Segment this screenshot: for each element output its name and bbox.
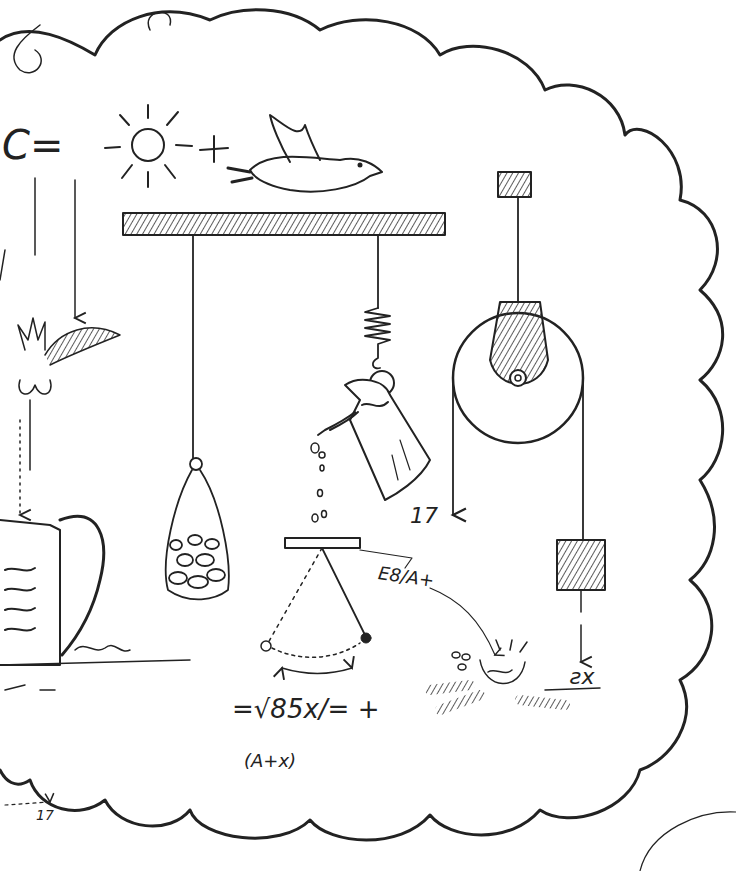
jug-sketch [0,516,190,690]
bird-sketch [228,115,382,192]
scribbled-formula: (A+x) [244,752,296,770]
thought-cloud [0,10,723,840]
bag-of-stones [166,458,229,599]
support-beam [123,213,445,235]
spring-symbol [365,308,390,368]
scribbled-formula: ƨx [570,666,594,688]
scribbled-formula: C= [2,125,63,165]
watering-can [318,371,430,500]
scribbled-formula: 17 [410,505,438,527]
pulley-system [453,172,605,662]
pendulum-sketch [261,538,371,673]
scribbled-formula: E8/A+ [377,564,435,590]
water-drops [311,443,327,522]
scribbled-formula: =√85x/= + [232,696,379,722]
bowl-sketch [430,640,600,710]
scribbled-formula: 17 [36,808,54,822]
sun-symbol [105,105,192,187]
page-curve [640,812,736,871]
